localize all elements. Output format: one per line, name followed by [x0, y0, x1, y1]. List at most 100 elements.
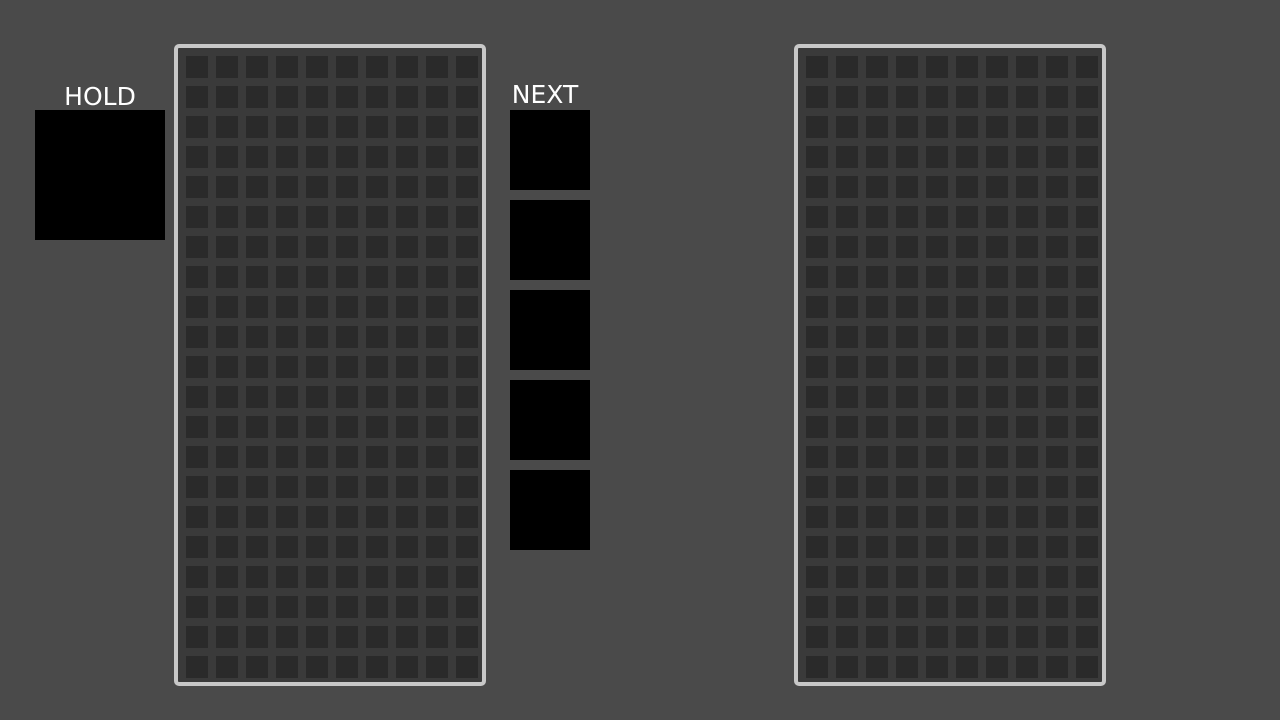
board-cell	[832, 622, 862, 652]
board-cell	[452, 232, 482, 262]
board-cell	[832, 472, 862, 502]
board-cell	[832, 232, 862, 262]
board-cell	[242, 652, 272, 682]
board-cell	[332, 352, 362, 382]
board-cell	[862, 472, 892, 502]
board-cell	[302, 382, 332, 412]
board-cell	[452, 172, 482, 202]
board-cell	[832, 82, 862, 112]
board-cell	[212, 262, 242, 292]
board-cell	[952, 82, 982, 112]
board-cell	[1012, 52, 1042, 82]
board-cell	[922, 112, 952, 142]
board-cell	[242, 352, 272, 382]
board-cell	[302, 472, 332, 502]
board-cell	[422, 322, 452, 352]
board-cell	[952, 202, 982, 232]
board-cell	[892, 352, 922, 382]
board-cell	[302, 292, 332, 322]
board-cell	[422, 502, 452, 532]
board-cell	[952, 142, 982, 172]
board-cell	[1012, 472, 1042, 502]
board-cell	[892, 472, 922, 502]
board-cell	[332, 562, 362, 592]
board-cell	[862, 172, 892, 202]
board-cell	[392, 232, 422, 262]
board-cell	[392, 442, 422, 472]
board-cell	[362, 172, 392, 202]
board-cell	[452, 502, 482, 532]
board-cell	[242, 142, 272, 172]
board-cell	[362, 142, 392, 172]
board-cell	[952, 322, 982, 352]
board-cell	[182, 442, 212, 472]
board-cell	[392, 292, 422, 322]
board-cell	[1012, 352, 1042, 382]
board-cell	[892, 652, 922, 682]
board-cell	[952, 622, 982, 652]
board-cell	[1072, 52, 1102, 82]
board-cell	[362, 532, 392, 562]
board-cell	[272, 142, 302, 172]
board-cell	[362, 352, 392, 382]
board-cell	[862, 112, 892, 142]
board-cell	[302, 322, 332, 352]
next-label: NEXT	[511, 80, 579, 109]
board-cell	[332, 412, 362, 442]
board-cell	[1042, 412, 1072, 442]
board-cell	[892, 82, 922, 112]
board-cell	[832, 52, 862, 82]
board-cell	[302, 622, 332, 652]
board-cell	[802, 622, 832, 652]
board-cell	[452, 472, 482, 502]
board-cell	[182, 382, 212, 412]
board-cell	[1012, 652, 1042, 682]
board-cell	[832, 652, 862, 682]
board-cell	[362, 322, 392, 352]
board-cell	[362, 232, 392, 262]
board-cell	[862, 322, 892, 352]
player-board	[174, 44, 486, 686]
board-cell	[332, 502, 362, 532]
board-cell	[212, 532, 242, 562]
board-cell	[392, 502, 422, 532]
board-cell	[362, 442, 392, 472]
hold-piece-box	[35, 110, 165, 240]
board-cell	[212, 652, 242, 682]
board-cell	[952, 352, 982, 382]
board-cell	[242, 592, 272, 622]
board-cell	[362, 592, 392, 622]
board-cell	[212, 412, 242, 442]
board-cell	[362, 202, 392, 232]
board-cell	[422, 52, 452, 82]
board-cell	[392, 352, 422, 382]
board-cell	[272, 232, 302, 262]
board-cell	[392, 562, 422, 592]
board-cell	[892, 172, 922, 202]
board-cell	[332, 322, 362, 352]
board-cell	[182, 202, 212, 232]
board-cell	[332, 52, 362, 82]
board-cell	[422, 412, 452, 442]
board-cell	[332, 112, 362, 142]
board-cell	[922, 622, 952, 652]
board-cell	[182, 52, 212, 82]
board-cell	[922, 412, 952, 442]
board-cell	[452, 82, 482, 112]
board-cell	[302, 112, 332, 142]
board-cell	[922, 292, 952, 322]
board-cell	[212, 202, 242, 232]
board-cell	[362, 292, 392, 322]
board-cell	[862, 502, 892, 532]
board-cell	[922, 82, 952, 112]
board-cell	[982, 172, 1012, 202]
board-cell	[1072, 412, 1102, 442]
board-cell	[212, 442, 242, 472]
board-cell	[832, 442, 862, 472]
board-cell	[982, 532, 1012, 562]
board-cell	[1072, 142, 1102, 172]
board-cell	[452, 262, 482, 292]
board-cell	[452, 352, 482, 382]
board-cell	[392, 412, 422, 442]
board-cell	[272, 172, 302, 202]
